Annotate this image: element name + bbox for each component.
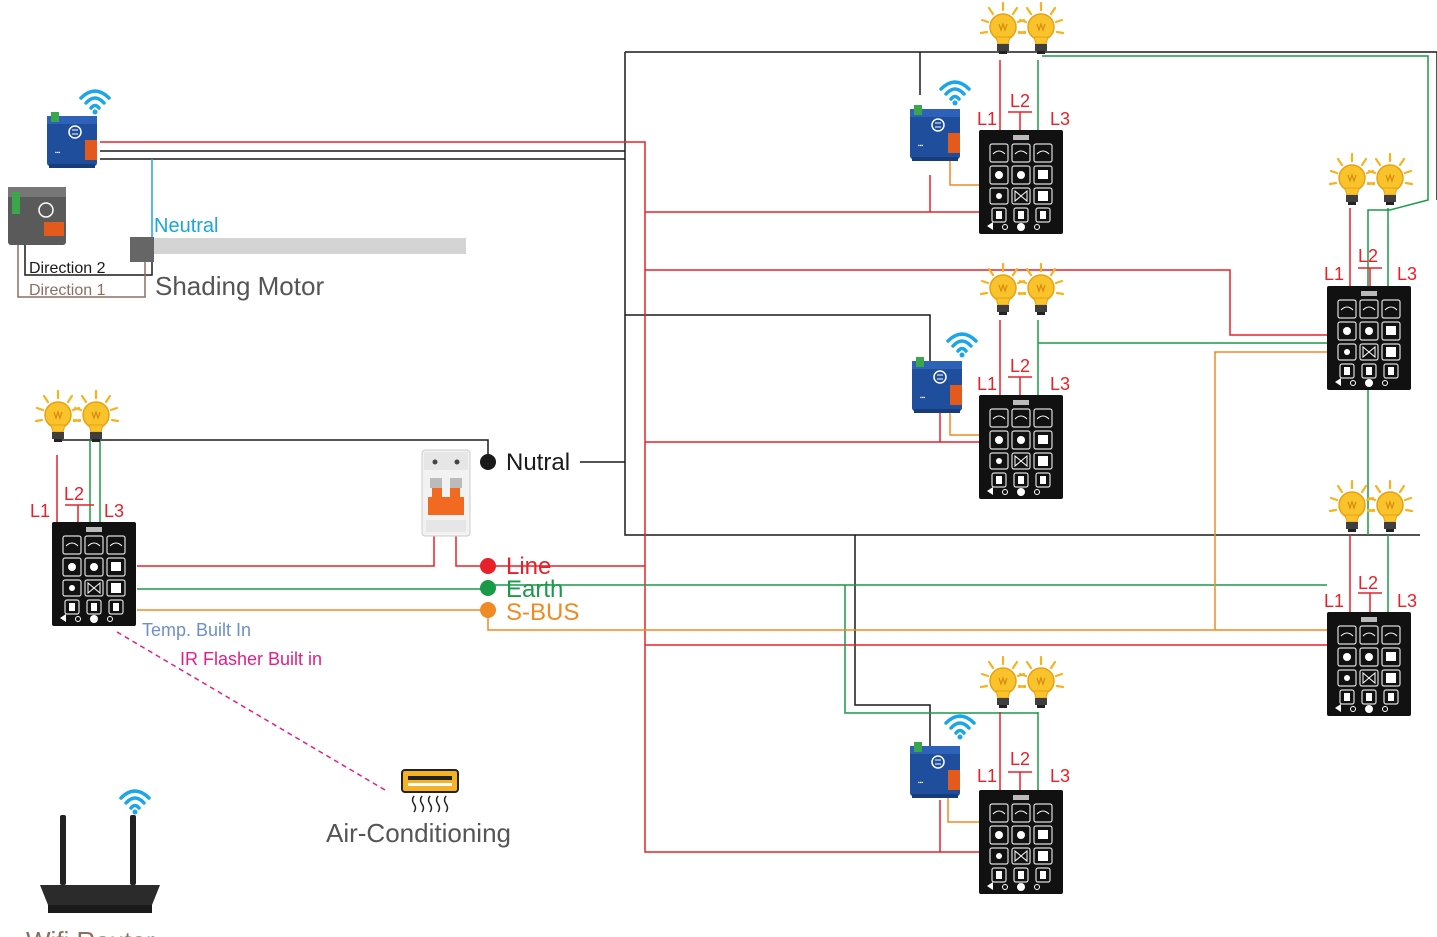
l1-label: L1 <box>977 109 997 129</box>
light-bulb-icon <box>1328 152 1376 207</box>
switch-panel-icon <box>1326 285 1412 391</box>
line-wires <box>100 141 1327 853</box>
l3-label: L3 <box>1397 264 1417 284</box>
direction-1-label: Direction 1 <box>29 282 106 299</box>
light-bulb-icon <box>979 262 1027 317</box>
l2-label: L2 <box>1010 91 1030 111</box>
light-bulb-icon <box>1366 479 1414 534</box>
relay-module-icon <box>911 356 963 414</box>
light-bulb-icon <box>1017 1 1065 56</box>
light-bulb-icon <box>72 389 120 444</box>
sbus-wires <box>137 160 1327 823</box>
earth-terminal <box>480 580 496 596</box>
switch-panel-icon <box>1326 611 1412 717</box>
relay-module-icon <box>909 104 961 162</box>
l1-label: L1 <box>30 501 50 521</box>
wifi-icon <box>939 80 971 108</box>
neutral-terminal <box>480 454 496 470</box>
switch-panel-icon <box>51 521 137 627</box>
l3-label: L3 <box>1050 109 1070 129</box>
light-bulb-icon <box>979 655 1027 710</box>
light-bulb-icon <box>1366 152 1414 207</box>
wifi-icon <box>79 89 111 117</box>
earth-wires <box>89 55 1429 714</box>
relay-module-icon <box>909 741 961 799</box>
temp-builtin-label: Temp. Built In <box>142 620 251 640</box>
l3-label: L3 <box>1050 374 1070 394</box>
light-bulb-icon <box>1017 262 1065 317</box>
light-bulb-icon <box>1017 655 1065 710</box>
nutral-label: Nutral <box>506 449 570 476</box>
neutral-label: Neutral <box>154 215 218 237</box>
l1-label: L1 <box>977 374 997 394</box>
l2-label: L2 <box>1358 246 1378 266</box>
switch-panel-icon <box>978 129 1064 235</box>
l2-label: L2 <box>1358 573 1378 593</box>
air-conditioner-icon <box>401 769 459 813</box>
line-terminal <box>480 558 496 574</box>
l1-label: L1 <box>1324 264 1344 284</box>
sbus-label: S-BUS <box>506 599 579 626</box>
earth-label: Earth <box>506 576 563 603</box>
switch-panel-icon <box>978 789 1064 895</box>
l3-label: L3 <box>1050 766 1070 786</box>
l2-label: L2 <box>1010 749 1030 769</box>
wifi-icon <box>944 714 976 742</box>
l2-label: L2 <box>1010 356 1030 376</box>
panel-load-wires <box>56 60 1389 790</box>
shading-motor-label: Shading Motor <box>155 271 324 301</box>
relay-module-icon <box>46 111 98 169</box>
light-bulb-icon <box>34 389 82 444</box>
light-bulb-icon <box>979 1 1027 56</box>
l1-label: L1 <box>1324 591 1344 611</box>
relay-module-icon <box>8 187 66 245</box>
circuit-breaker-icon <box>421 449 471 537</box>
l3-label: L3 <box>1397 591 1417 611</box>
wifi-icon <box>946 332 978 360</box>
switch-panel-icon <box>978 394 1064 500</box>
line-label: Line <box>506 553 551 580</box>
wifi-icon <box>119 789 151 817</box>
wifi-router-label: Wifi Router <box>26 926 155 937</box>
l2-label: L2 <box>64 484 84 504</box>
l1-label: L1 <box>977 766 997 786</box>
direction-2-label: Direction 2 <box>29 260 106 277</box>
router-icon <box>40 815 160 913</box>
l3-label: L3 <box>104 501 124 521</box>
ir-flasher-label: IR Flasher Built in <box>180 649 322 669</box>
shading-motor-icon <box>130 237 466 262</box>
air-conditioning-label: Air-Conditioning <box>326 818 511 848</box>
sbus-terminal <box>480 602 496 618</box>
neutral-wires <box>60 51 1437 750</box>
